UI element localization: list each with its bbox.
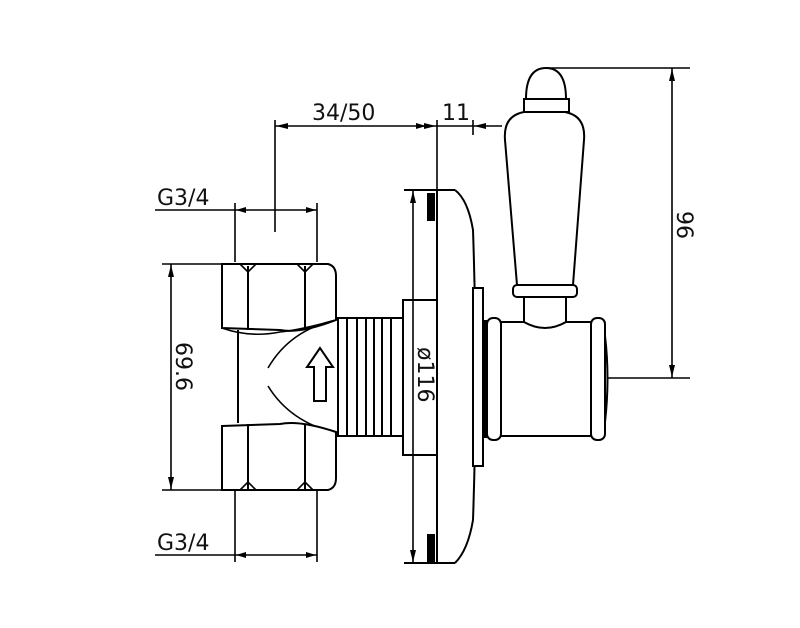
dimension-escutcheon-diameter: ø116 [410,190,437,563]
valve-central-body [237,319,337,434]
threaded-spindle [337,317,404,437]
dimension-label-handle-height: 96 [671,211,696,239]
dimension-label-inlet-thread: G3/4 [157,186,209,211]
dimension-label-escutcheon-diameter: ø116 [412,347,437,402]
dimension-inlet-thread: G3/4 [155,186,318,262]
handle-sleeve [472,287,690,467]
dimension-label-body-height: 69.6 [170,342,195,391]
dimension-depth: 34/50 [274,101,437,232]
flow-arrow-up-icon [305,346,335,402]
bottom-hex-fitting [221,422,337,491]
dimension-label-outlet-thread: G3/4 [157,531,209,556]
dimension-handle-height: 96 [548,67,696,378]
handle-finial [524,66,568,100]
top-hex-fitting [221,263,337,336]
dimension-outlet-thread: G3/4 [155,490,318,562]
dimension-plate-thickness: 11 [416,101,502,190]
dimension-label-plate-thickness: 11 [442,101,470,126]
dimension-label-depth: 34/50 [312,101,375,126]
dimension-body-height: 69.6 [162,263,222,491]
lever-handle [503,66,586,329]
